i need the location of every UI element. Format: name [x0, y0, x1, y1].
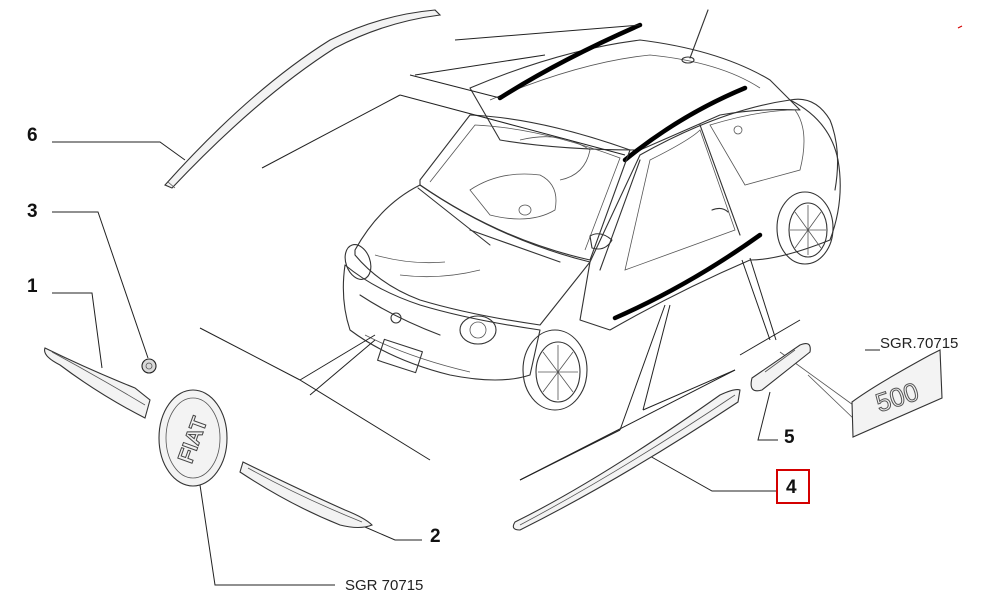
roof-moulding-left [497, 22, 643, 101]
ref-badge-500[interactable]: SGR.70715 [880, 335, 958, 352]
callout-labels: 6 3 1 2 5 4 SGR.70715 SGR 70715 [27, 125, 958, 594]
leader-lines [52, 24, 861, 586]
side-moulding-on-car [612, 232, 763, 321]
callout-6[interactable]: 6 [27, 125, 38, 146]
car-illustration [342, 9, 841, 411]
callout-1[interactable]: 1 [27, 276, 38, 297]
callout-4[interactable]: 4 [786, 477, 797, 498]
callout-3[interactable]: 3 [27, 201, 38, 222]
roof-moulding-right [622, 85, 748, 163]
ref-fiat-emblem[interactable]: SGR 70715 [345, 577, 423, 594]
part-4-side-moulding[interactable] [512, 389, 741, 531]
corner-mark [957, 25, 963, 29]
part-2-chrome-insert[interactable] [239, 461, 373, 529]
badge-500-detail[interactable]: 500 [851, 349, 943, 438]
part-1-front-moulding[interactable] [44, 347, 151, 419]
part-6-roof-trim[interactable] [164, 9, 442, 189]
callout-5[interactable]: 5 [784, 427, 795, 448]
fiat-emblem-part[interactable]: FIAT [158, 389, 228, 487]
part-3-clip[interactable] [141, 358, 157, 374]
badge-500-text: 500 [872, 376, 923, 418]
part-5-500-badge[interactable] [750, 343, 811, 392]
callout-2[interactable]: 2 [430, 526, 441, 547]
callout-4-highlight-box [776, 469, 810, 504]
